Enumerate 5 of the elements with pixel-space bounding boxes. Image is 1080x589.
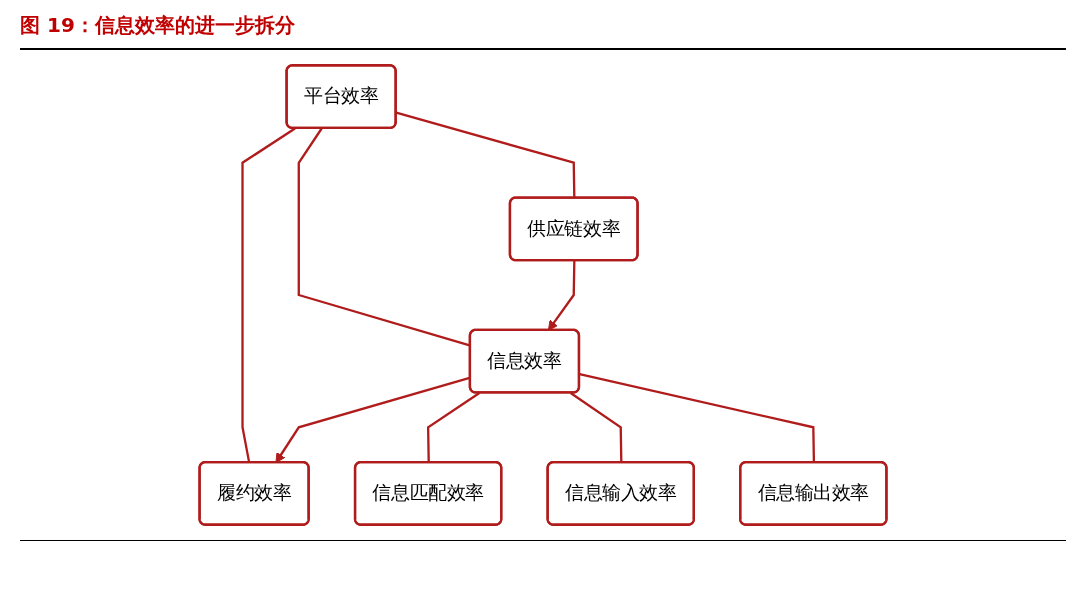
connector bbox=[569, 392, 623, 463]
connector bbox=[241, 127, 296, 463]
figure-title: 图 19：信息效率的进一步拆分 bbox=[20, 12, 295, 39]
connector bbox=[579, 373, 816, 463]
connector bbox=[426, 392, 481, 463]
